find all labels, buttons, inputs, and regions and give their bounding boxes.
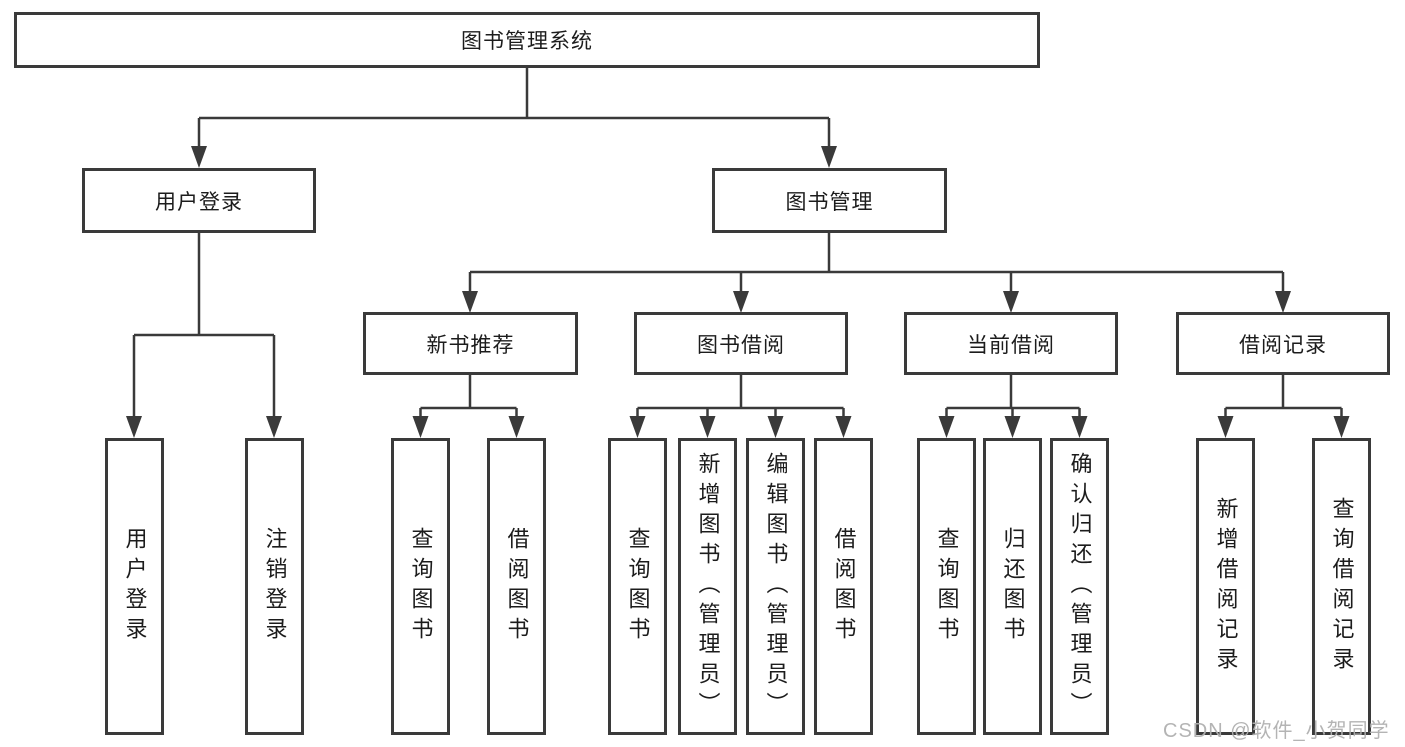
leaf-nbr-borrow-books-label: 借阅图书: [504, 526, 530, 647]
leaf-logout-label: 注销登录: [262, 526, 288, 647]
leaf-br-query-record-label: 查询借阅记录: [1329, 496, 1355, 677]
leaf-nbr-borrow-books: 借阅图书: [487, 438, 546, 735]
leaf-cb-query-books-label: 查询图书: [934, 526, 960, 647]
leaf-cb-query-books: 查询图书: [917, 438, 976, 735]
leaf-logout: 注销登录: [245, 438, 304, 735]
node-borrowing-records: 借阅记录: [1176, 312, 1390, 375]
leaf-bb-query-books-label: 查询图书: [625, 526, 651, 647]
leaf-br-add-record: 新增借阅记录: [1196, 438, 1255, 735]
leaf-br-query-record: 查询借阅记录: [1312, 438, 1371, 735]
leaf-nbr-query-books-label: 查询图书: [408, 526, 434, 647]
leaf-bb-edit-books-label: 编辑图书（管理员）: [763, 451, 789, 722]
leaf-bb-add-books-label: 新增图书（管理员）: [695, 451, 721, 722]
leaf-bb-query-books: 查询图书: [608, 438, 667, 735]
leaf-user-login-label: 用户登录: [122, 526, 148, 647]
node-current-borrowing: 当前借阅: [904, 312, 1118, 375]
node-root-system: 图书管理系统: [14, 12, 1040, 68]
leaf-cb-confirm-return: 确认归还（管理员）: [1050, 438, 1109, 735]
leaf-user-login: 用户登录: [105, 438, 164, 735]
leaf-bb-edit-books: 编辑图书（管理员）: [746, 438, 805, 735]
leaf-bb-borrow-books-label: 借阅图书: [831, 526, 857, 647]
node-book-borrowing: 图书借阅: [634, 312, 848, 375]
node-user-login: 用户登录: [82, 168, 316, 233]
arrowhead-icons: [126, 146, 1350, 438]
leaf-bb-add-books: 新增图书（管理员）: [678, 438, 737, 735]
leaf-br-add-record-label: 新增借阅记录: [1213, 496, 1239, 677]
leaf-bb-borrow-books: 借阅图书: [814, 438, 873, 735]
leaf-cb-return-books-label: 归还图书: [1000, 526, 1026, 647]
csdn-watermark: CSDN @软件_小贺同学: [1163, 720, 1390, 742]
node-new-book-recommendation: 新书推荐: [363, 312, 578, 375]
tree-edges: [132, 68, 1343, 417]
leaf-cb-confirm-return-label: 确认归还（管理员）: [1067, 451, 1093, 722]
leaf-nbr-query-books: 查询图书: [391, 438, 450, 735]
node-book-management: 图书管理: [712, 168, 947, 233]
leaf-cb-return-books: 归还图书: [983, 438, 1042, 735]
